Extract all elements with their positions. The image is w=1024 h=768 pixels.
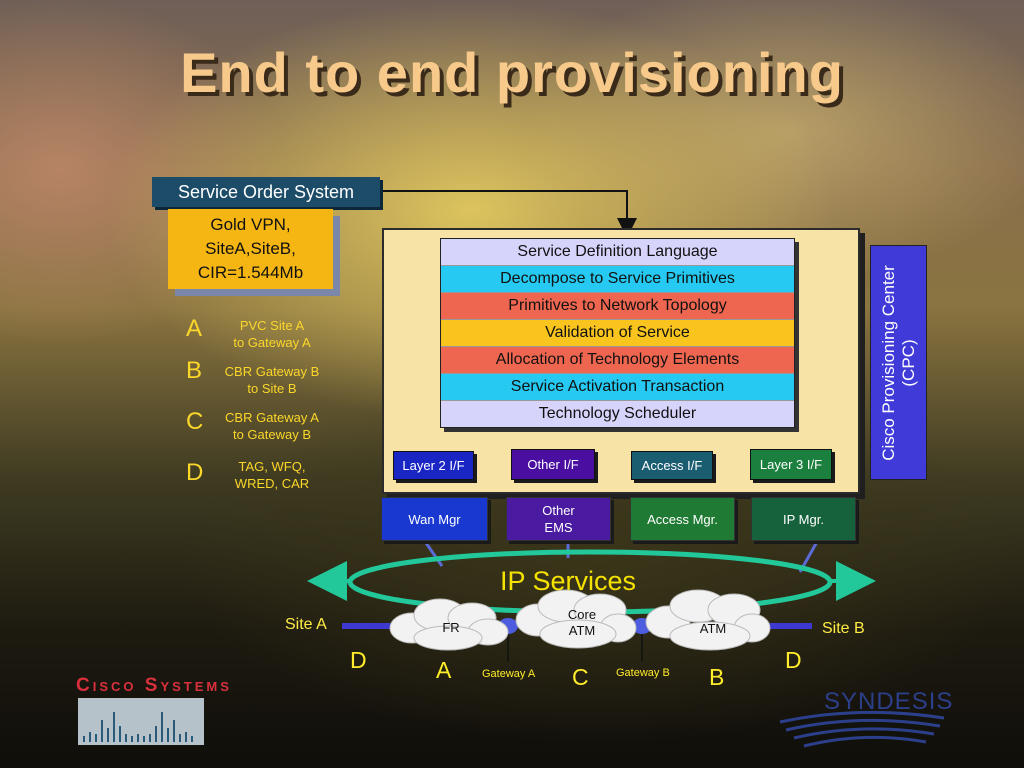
atm-cloud-label: ATM: [699, 621, 727, 636]
legend-line: TAG, WFQ,: [238, 459, 306, 474]
order-line: SiteA,SiteB,: [205, 239, 296, 258]
core-atm-label: Core ATM: [560, 607, 604, 639]
segment-letter-d-right: D: [785, 647, 802, 673]
cisco-provisioning-center-bar: Cisco Provisioning Center (CPC): [870, 245, 927, 480]
order-flow-arrow: [380, 190, 637, 238]
other-interface-box: Other I/F: [511, 449, 595, 480]
legend-text: CBR Gateway B to Site B: [214, 363, 330, 397]
service-order-system-header: Service Order System: [152, 177, 380, 207]
site-b-label: Site B: [822, 620, 865, 637]
cisco-systems-logo-text: Cisco Systems: [76, 675, 232, 696]
cisco-bridge-icon: [83, 712, 193, 742]
atm-cloud: [645, 589, 771, 651]
ems-line: EMS: [544, 520, 573, 535]
wan-mgr-box: Wan Mgr: [381, 497, 488, 541]
core-atm-cloud: [515, 589, 637, 649]
legend-line: CBR Gateway B: [224, 364, 320, 379]
legend-letter: D: [186, 459, 204, 486]
cpc-label: Cisco Provisioning Center (CPC): [879, 265, 919, 461]
stack-layer: Validation of Service: [441, 320, 794, 347]
layer2-interface-box: Layer 2 I/F: [393, 451, 474, 480]
ip-services-label: IP Services: [500, 566, 637, 596]
stack-layer: Primitives to Network Topology: [441, 293, 794, 320]
slide-title: End to end provisioning: [180, 41, 844, 104]
stack-layer: Technology Scheduler: [441, 401, 794, 427]
order-line: CIR=1.544Mb: [197, 263, 304, 282]
legend-letter: B: [186, 357, 203, 384]
stack-layer: Service Definition Language: [441, 239, 794, 266]
layer3-interface-box: Layer 3 I/F: [750, 449, 832, 480]
ems-line: Other: [542, 503, 575, 518]
legend-letter: A: [186, 315, 203, 342]
legend-line: PVC Site A: [239, 318, 305, 333]
core-atm-line: ATM: [568, 623, 596, 638]
segment-letter-a: A: [436, 657, 452, 683]
core-atm-line: Core: [567, 607, 597, 622]
fr-cloud-label: FR: [442, 620, 460, 635]
syndesis-logo-text: SYNDESIS: [824, 688, 954, 715]
legend-text: TAG, WFQ, WRED, CAR: [214, 458, 330, 492]
legend-line: to Site B: [247, 381, 297, 396]
legend-line: CBR Gateway A: [225, 410, 319, 425]
cpc-line: (CPC): [898, 338, 918, 387]
ip-mgr-box: IP Mgr.: [751, 497, 856, 541]
stack-layer: Allocation of Technology Elements: [441, 347, 794, 374]
segment-letter-d-left: D: [350, 647, 367, 673]
legend-line: to Gateway B: [232, 427, 312, 442]
gateway-a-label: Gateway A: [482, 668, 536, 680]
legend-line: to Gateway A: [233, 335, 311, 350]
legend-text: CBR Gateway A to Gateway B: [214, 409, 330, 443]
syndesis-swoosh: [779, 710, 945, 748]
fr-cloud: [389, 598, 509, 651]
site-a-label: Site A: [285, 616, 327, 633]
cpc-line: Cisco Provisioning Center: [878, 264, 898, 461]
legend-line: WRED, CAR: [234, 476, 310, 491]
access-interface-box: Access I/F: [631, 451, 713, 480]
segment-letter-b: B: [709, 664, 725, 690]
stack-layer: Service Activation Transaction: [441, 374, 794, 401]
other-ems-box: Other EMS: [506, 497, 611, 541]
gateway-b-label: Gateway B: [616, 667, 670, 679]
service-order-box: Gold VPN, SiteA,SiteB, CIR=1.544Mb: [168, 209, 333, 289]
wan-mgr-link: [422, 539, 444, 567]
segment-letter-c: C: [572, 664, 589, 690]
order-line: Gold VPN,: [210, 215, 291, 234]
stack-layer: Decompose to Service Primitives: [441, 266, 794, 293]
legend-text: PVC Site A to Gateway A: [214, 317, 330, 351]
access-mgr-box: Access Mgr.: [630, 497, 735, 541]
cisco-bridge-logo: [78, 698, 204, 745]
service-stack: Service Definition Language Decompose to…: [440, 238, 795, 428]
legend-letter: C: [186, 408, 204, 435]
